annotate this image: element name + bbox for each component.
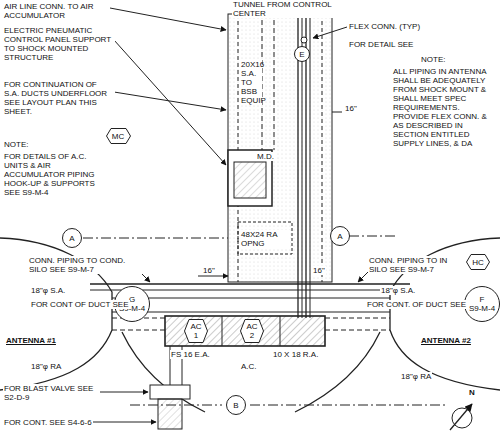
drawing-note: 48X24 RA OPNG: [240, 230, 290, 248]
antenna-outline: [295, 332, 380, 412]
callout-text: S9-M-4: [469, 304, 495, 313]
callout-text: AC: [190, 322, 201, 331]
section-line: [349, 236, 395, 237]
leader-line: [100, 392, 148, 393]
north-arrow: [450, 404, 472, 430]
leader-line: [358, 272, 368, 282]
hexagon-outline: [185, 320, 208, 343]
callout-text: A: [337, 232, 342, 241]
drawing-note: 20X16 S.A. TO BSB EQUIP: [240, 60, 262, 105]
control-panel-inner: [234, 162, 266, 198]
callout-hexagon: AC1: [184, 319, 208, 343]
drawing-note: ANTENNA #1: [5, 336, 57, 345]
leader-line: [114, 92, 226, 110]
section-line: [250, 405, 445, 406]
ac-units: [165, 316, 325, 346]
callout-hexagon: AC2: [240, 319, 264, 343]
drawing-note: 16": [344, 104, 358, 113]
drawing-note: ANTENNA #2: [420, 336, 472, 345]
callout-text: A: [69, 234, 74, 243]
drawing-note: ALL PIPING IN ANTENNA SHALL BE ADEQUATEL…: [392, 67, 497, 148]
callout-circle: B: [226, 395, 246, 415]
inner-wall: [322, 14, 323, 282]
supply-duct: [112, 298, 390, 299]
drawing-note: FOR DETAIL SEE: [348, 40, 414, 49]
callout-text: HC: [472, 258, 484, 267]
blast-valve-duct: [158, 399, 182, 429]
hexagon-outline: [106, 129, 130, 144]
return-duct: [325, 318, 390, 319]
callout-hexagon: MC: [106, 128, 131, 144]
dimension-line: [198, 276, 228, 277]
drawing-note: 18"φ S.A.: [380, 286, 416, 295]
callout-text: B: [233, 401, 238, 410]
unit-divider: [280, 316, 281, 346]
drawing-note: 18"φ S.A.: [30, 286, 66, 295]
section-line: [83, 238, 228, 239]
leader-line: [313, 27, 347, 38]
drawing-note: FOR BLAST VALVE SEE S2-D-9: [3, 384, 100, 402]
callout-circle: FS9-M-4: [464, 286, 500, 322]
drawing-note: FOR CONT. OF DUCT SEE: [366, 300, 467, 309]
drawing-note: FS 16 E.A.: [170, 350, 211, 359]
leader-line: [85, 422, 156, 423]
drawing-note: 18"φ RA: [30, 362, 62, 371]
drawing-note: 16": [312, 266, 326, 275]
callout-text: G: [129, 295, 135, 304]
return-duct: [112, 330, 165, 331]
drawing-note: NOTE:: [420, 55, 446, 64]
drawing-note: 10 X 18 R.A.: [272, 350, 319, 359]
drawing-note: NOTE:: [3, 140, 29, 149]
drawing-note: FLEX CONN. (TYP): [348, 22, 421, 31]
callout-hexagon: HC: [466, 254, 490, 270]
drawing-note: N: [468, 388, 476, 397]
drawing-note: M.D.: [256, 152, 275, 161]
supply-duct: [112, 312, 390, 313]
section-line: [130, 405, 222, 406]
hexagon-outline: [241, 320, 264, 343]
callout-text: 1: [194, 331, 198, 340]
unit-divider: [222, 316, 223, 346]
callout-circle: A: [62, 228, 82, 248]
drawing-note: FOR CONT OF DUCT SEE: [30, 300, 130, 309]
callout-text: 2: [250, 331, 254, 340]
callout-circle: A: [330, 226, 350, 246]
drawing-note: 18"φ RA: [400, 372, 432, 381]
structure-outline: [228, 14, 332, 282]
leader-line: [110, 8, 226, 30]
drawing-note: FOR CONTINUATION OF S.A. DUCTS UNDERFLOO…: [3, 80, 115, 116]
drawing-note: ELECTRIC PNEUMATIC CONTROL PANEL SUPPORT…: [3, 26, 115, 62]
callout-text: E: [299, 50, 304, 59]
drawing-note: A.C.: [240, 362, 258, 371]
drawing-note: TUNNEL FROM CONTROL CENTER: [232, 0, 344, 18]
pipe: [310, 0, 311, 318]
drawing-note: 16": [202, 266, 216, 275]
hexagon-outline: [467, 255, 490, 270]
callout-text: AC: [246, 322, 257, 331]
dimension-line: [332, 112, 342, 113]
drawing-note: CONN. PIPING TO IN SILO SEE S9-M-7: [368, 256, 464, 274]
pipe: [90, 283, 410, 284]
drawing-note: FOR DETAILS OF A.C. UNITS & AIR ACCUMULA…: [3, 152, 105, 197]
drawing-note: CONN. PIPING TO COND. SILO SEE S9-M-7: [28, 256, 142, 274]
flex-connection: [301, 37, 307, 43]
drawing-note: AIR LINE CONN. TO AIR ACCUMULATOR: [3, 2, 110, 20]
callout-text: MC: [112, 132, 124, 141]
callout-text: F: [480, 295, 485, 304]
callout-circle: E: [294, 46, 310, 62]
return-duct: [325, 330, 390, 331]
blast-valve: [150, 385, 190, 399]
return-opening: [238, 222, 292, 254]
supply-duct: [274, 20, 275, 150]
drawing-note: FOR CONT. SEE S4-6-6: [3, 418, 93, 427]
leader-line: [114, 40, 226, 165]
